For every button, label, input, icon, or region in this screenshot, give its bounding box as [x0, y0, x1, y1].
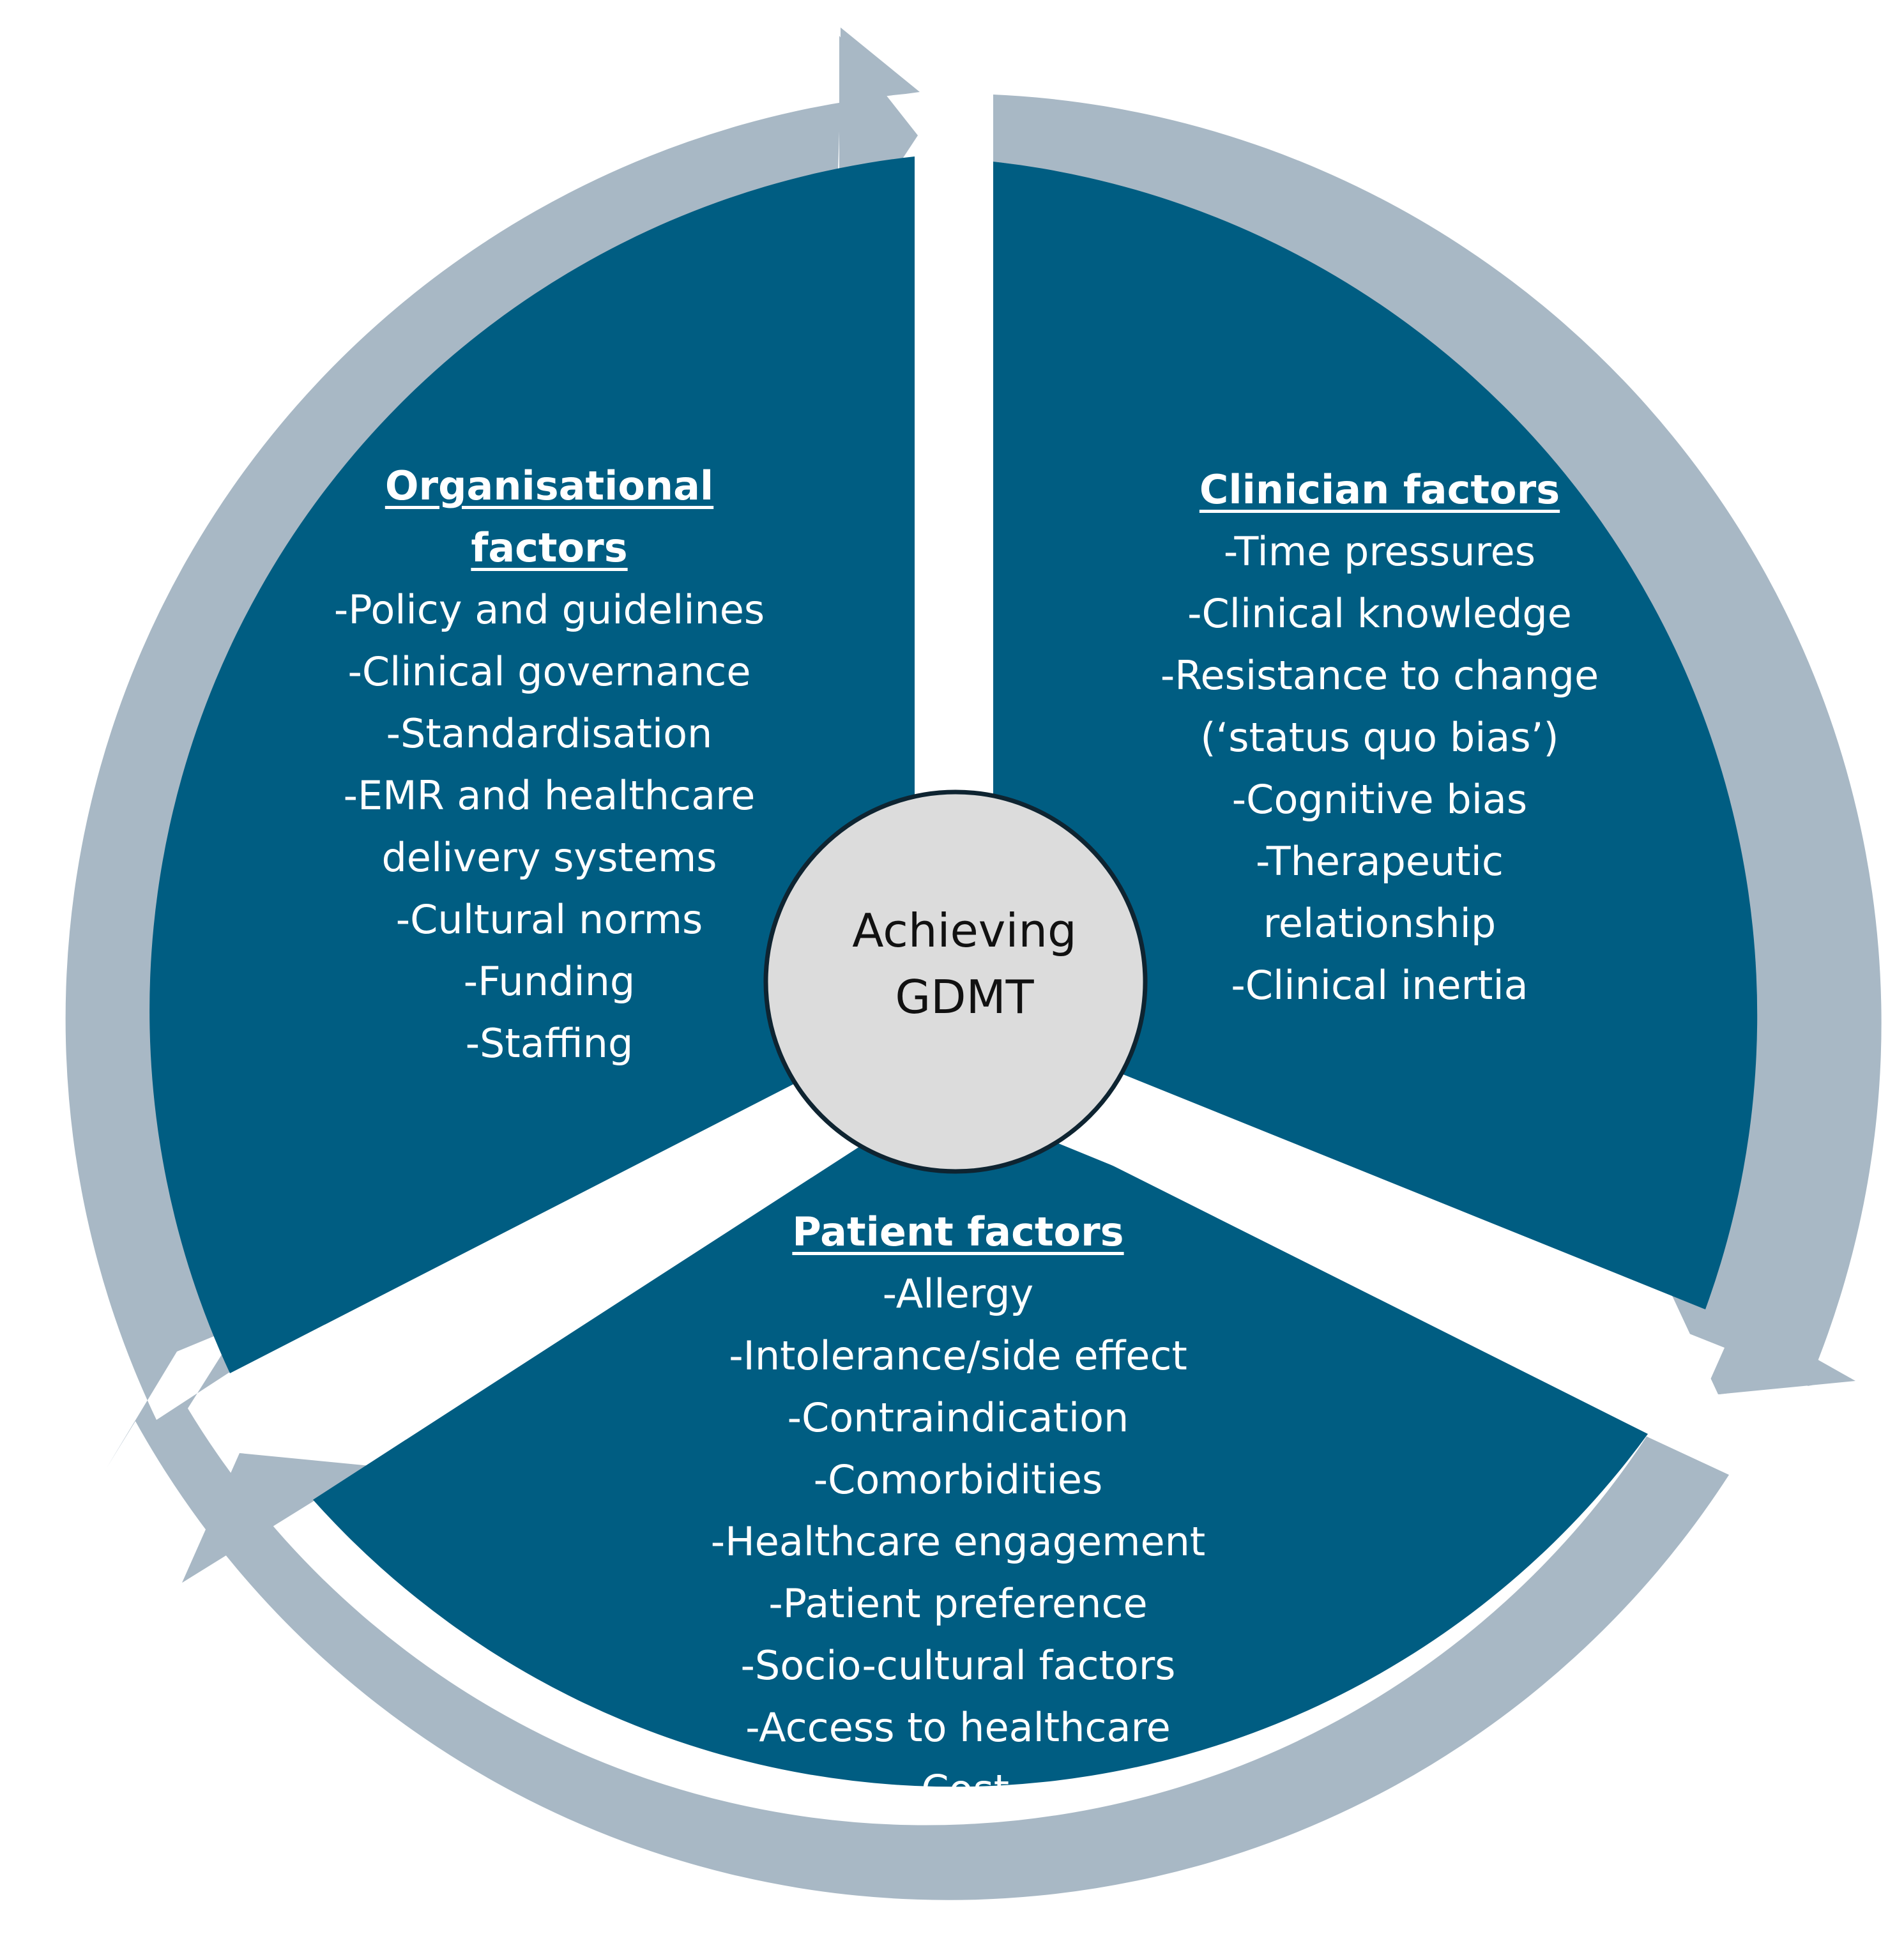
patient-heading: Patient factors [792, 1208, 1124, 1255]
organisational-item: delivery systems [381, 834, 717, 881]
organisational-item: -Standardisation [386, 710, 713, 757]
patient-item: -Socio-cultural factors [740, 1642, 1176, 1689]
patient-item: -Comorbidities [813, 1456, 1103, 1503]
clinician-factors-panel: Clinician factors -Time pressures -Clini… [1099, 459, 1661, 1016]
clinician-item: -Cognitive bias [1231, 776, 1528, 823]
organisational-heading-line1: Organisational [385, 462, 714, 509]
clinician-item: -Therapeutic [1256, 838, 1504, 885]
sector-clinician [993, 162, 1758, 1309]
hub-label: Achieving GDMT [757, 897, 1172, 1030]
hub-circle [763, 789, 1148, 1174]
sectors [149, 156, 1758, 1787]
patient-item: -Contraindication [787, 1394, 1129, 1441]
organisational-item: -Policy and guidelines [333, 586, 765, 633]
arrowhead-left [182, 1453, 370, 1583]
patient-factors-panel: Patient factors -Allergy -Intolerance/si… [639, 1201, 1277, 1820]
organisational-heading-line2: factors [471, 524, 628, 571]
sector-organisational [149, 156, 915, 1373]
organisational-item: -EMR and healthcare [343, 772, 756, 819]
hub-label-line1: Achieving [852, 904, 1077, 957]
clinician-item: -Resistance to change [1160, 652, 1599, 699]
organisational-item: -Clinical governance [347, 648, 751, 695]
patient-item: -Patient preference [768, 1580, 1148, 1627]
patient-item: -Allergy [882, 1270, 1034, 1317]
clinician-item: -Clinical knowledge [1187, 590, 1572, 637]
organisational-item: -Cultural norms [395, 896, 703, 943]
organisational-item: -Funding [463, 958, 636, 1005]
patient-item: -Healthcare engagement [710, 1518, 1206, 1565]
hub-label-line2: GDMT [895, 970, 1034, 1024]
sector-patient [313, 1086, 1648, 1787]
clinician-item: -Clinical inertia [1231, 962, 1528, 1009]
patient-item: -Access to healthcare [745, 1704, 1171, 1751]
clinician-item: -Time pressures [1223, 528, 1536, 575]
organisational-factors-panel: Organisational factors -Policy and guide… [281, 455, 818, 1074]
clinician-heading: Clinician factors [1199, 466, 1560, 513]
organisational-item: -Staffing [465, 1020, 634, 1067]
clinician-item: (‘status quo bias’) [1200, 714, 1559, 761]
clinician-item: relationship [1263, 900, 1497, 947]
patient-item: -Cost [906, 1766, 1010, 1813]
patient-item: -Intolerance/side effect [729, 1332, 1187, 1379]
